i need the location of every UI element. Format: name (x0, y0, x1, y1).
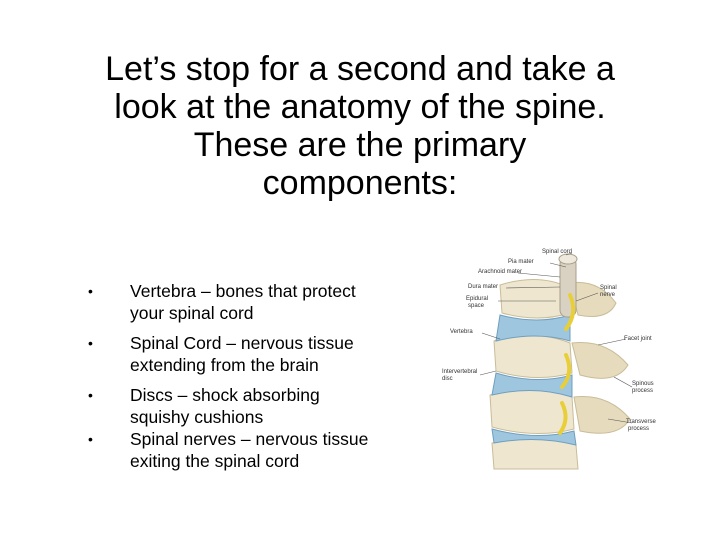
spinal-nerves (558, 293, 576, 435)
title-line-3: These are the primary (193, 126, 527, 164)
bullet-marker: • (88, 335, 93, 351)
spine-anatomy-illustration: Spinal cord Pia mater Arachnoid mater Du… (438, 243, 664, 471)
bullet-marker: • (88, 387, 93, 403)
bullet-text: Discs – shock absorbing (130, 385, 320, 405)
intervertebral-discs (491, 314, 577, 446)
bullet-marker: • (88, 283, 93, 299)
bullet-text: exiting the spinal cord (130, 451, 300, 471)
bullet-marker: • (88, 431, 93, 447)
bullet-list: • Vertebra – bones that protect your spi… (88, 280, 418, 472)
bullet-text: your spinal cord (130, 303, 254, 323)
label-spinal-nerve: nerve (600, 292, 616, 298)
label-spinal-nerve: Spinal (600, 285, 617, 291)
bullet-text: extending from the brain (130, 355, 319, 375)
label-pia-mater: Pia mater (508, 259, 534, 265)
bullet-text: Spinal Cord – nervous tissue (130, 333, 354, 353)
label-facet-joint: Facet joint (624, 336, 652, 342)
label-leader-lines (479, 252, 633, 424)
spine-diagram-svg: Spinal cord Pia mater Arachnoid mater Du… (442, 249, 656, 470)
title-line-4: components: (262, 164, 458, 202)
anatomy-labels: Spinal cord Pia mater Arachnoid mater Du… (442, 249, 656, 432)
label-epidural-space: space (468, 303, 485, 309)
label-transverse-process: process (628, 426, 649, 432)
vertebral-bodies (489, 278, 579, 470)
label-spinal-cord: Spinal cord (542, 249, 572, 255)
bullet-item-spinal-cord: • Spinal Cord – nervous tissue extending… (88, 332, 418, 376)
label-spinous-process: Spinous (632, 381, 654, 387)
slide-title: Let’s stop for a second and take a look … (40, 50, 680, 202)
title-line-2: look at the anatomy of the spine. (114, 88, 606, 126)
label-arachnoid-mater: Arachnoid mater (478, 269, 522, 275)
bullet-text: Vertebra – bones that protect (130, 281, 356, 301)
title-line-1: Let’s stop for a second and take a (105, 50, 615, 88)
label-dura-mater: Dura mater (468, 284, 498, 290)
label-intervertebral-disc: Intervertebral (442, 369, 477, 375)
bullet-item-spinal-nerves: • Spinal nerves – nervous tissue exiting… (88, 428, 418, 472)
label-spinous-process: process (632, 388, 653, 394)
label-epidural-space: Epidural (466, 296, 488, 302)
label-transverse-process: Transverse (626, 419, 656, 425)
bullet-text: squishy cushions (130, 407, 264, 427)
bullet-item-vertebra: • Vertebra – bones that protect your spi… (88, 280, 418, 324)
posterior-processes (569, 281, 631, 434)
label-intervertebral-disc: disc (442, 376, 453, 382)
bullet-text: Spinal nerves – nervous tissue (130, 429, 369, 449)
label-vertebra: Vertebra (450, 329, 473, 335)
bullet-item-discs: • Discs – shock absorbing squishy cushio… (88, 384, 418, 428)
